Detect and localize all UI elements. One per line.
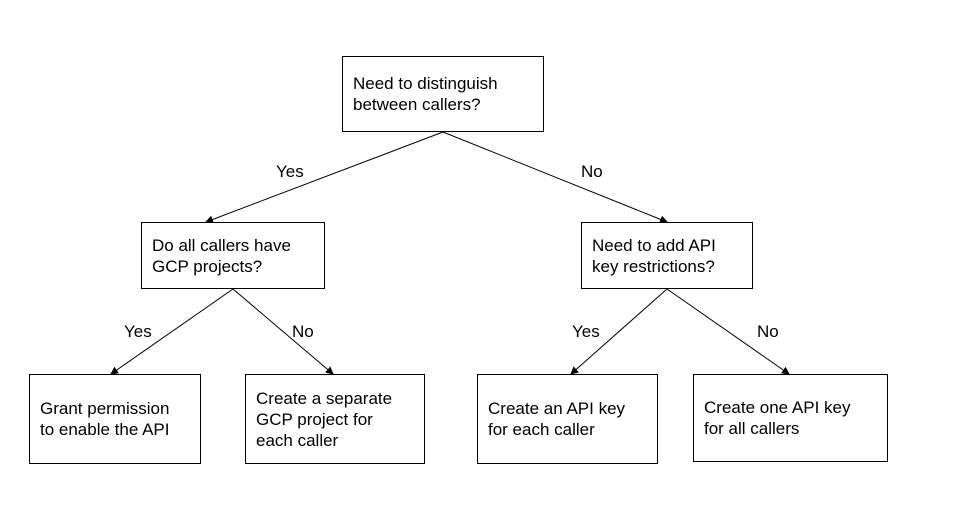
separate-project-box: Create a separate GCP project for each c… — [245, 374, 425, 464]
edge-label-restrict-no: No — [757, 322, 779, 341]
edge-root-no-arrow — [442, 131, 668, 224]
root-question-box: Need to distinguish between callers? — [342, 56, 544, 132]
edge-label-root-no: No — [581, 162, 603, 181]
separate-project-text: Create a separate GCP project for each c… — [256, 388, 393, 450]
edge-restrict-no-arrow — [666, 288, 790, 375]
edge-label-gcp-yes: Yes — [124, 322, 152, 341]
edge-restrict-yes-arrow — [570, 288, 668, 375]
grant-permission-text: Grant permission to enable the API — [40, 399, 170, 439]
grant-permission-box: Grant permission to enable the API — [29, 374, 201, 464]
edge-gcp-yes-arrow — [110, 288, 234, 375]
edge-label-gcp-no: No — [292, 322, 314, 341]
root-question-text: Need to distinguish between callers? — [353, 74, 498, 114]
gcp-projects-question-box: Do all callers have GCP projects? — [141, 222, 325, 289]
edge-gcp-no-arrow — [232, 288, 334, 375]
single-key-box: Create one API key for all callers — [693, 374, 888, 462]
edge-label-restrict-yes: Yes — [572, 322, 600, 341]
key-restrictions-question-text: Need to add API key restrictions? — [592, 235, 716, 276]
gcp-projects-question-text: Do all callers have GCP projects? — [152, 235, 291, 276]
key-restrictions-question-box: Need to add API key restrictions? — [581, 222, 753, 289]
key-per-caller-box: Create an API key for each caller — [477, 374, 658, 464]
edge-label-root-yes: Yes — [276, 162, 304, 181]
key-per-caller-text: Create an API key for each caller — [488, 399, 626, 439]
edge-root-yes-arrow — [205, 131, 444, 224]
single-key-text: Create one API key for all callers — [704, 398, 851, 438]
